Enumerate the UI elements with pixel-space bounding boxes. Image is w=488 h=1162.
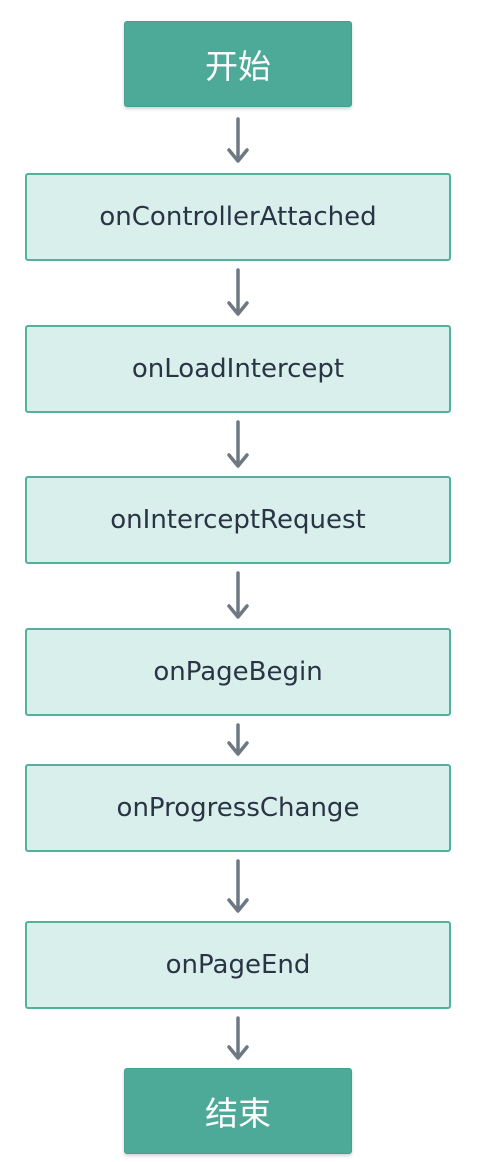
arrow-down-icon bbox=[227, 268, 249, 316]
step-label: onProgressChange bbox=[116, 793, 360, 823]
step-on-load-intercept: onLoadIntercept bbox=[25, 325, 451, 413]
arrow-down-icon bbox=[227, 571, 249, 619]
step-label: onLoadIntercept bbox=[131, 354, 345, 384]
step-on-controller-attached: onControllerAttached bbox=[25, 173, 451, 261]
step-on-progress-change: onProgressChange bbox=[25, 764, 451, 852]
arrow-down-icon bbox=[227, 1016, 249, 1060]
step-on-page-begin: onPageBegin bbox=[25, 628, 451, 716]
end-node: 结束 bbox=[124, 1068, 352, 1154]
arrow-down-icon bbox=[227, 117, 249, 163]
step-label: onInterceptRequest bbox=[110, 505, 366, 535]
step-on-intercept-request: onInterceptRequest bbox=[25, 476, 451, 564]
arrow-down-icon bbox=[227, 859, 249, 913]
step-label: onControllerAttached bbox=[99, 202, 377, 232]
start-label: 开始 bbox=[205, 47, 271, 86]
start-node: 开始 bbox=[124, 21, 352, 107]
step-label: onPageEnd bbox=[165, 950, 311, 980]
arrow-down-icon bbox=[227, 723, 249, 756]
step-label: onPageBegin bbox=[153, 657, 323, 687]
end-label: 结束 bbox=[205, 1094, 271, 1133]
arrow-down-icon bbox=[227, 420, 249, 468]
step-on-page-end: onPageEnd bbox=[25, 921, 451, 1009]
